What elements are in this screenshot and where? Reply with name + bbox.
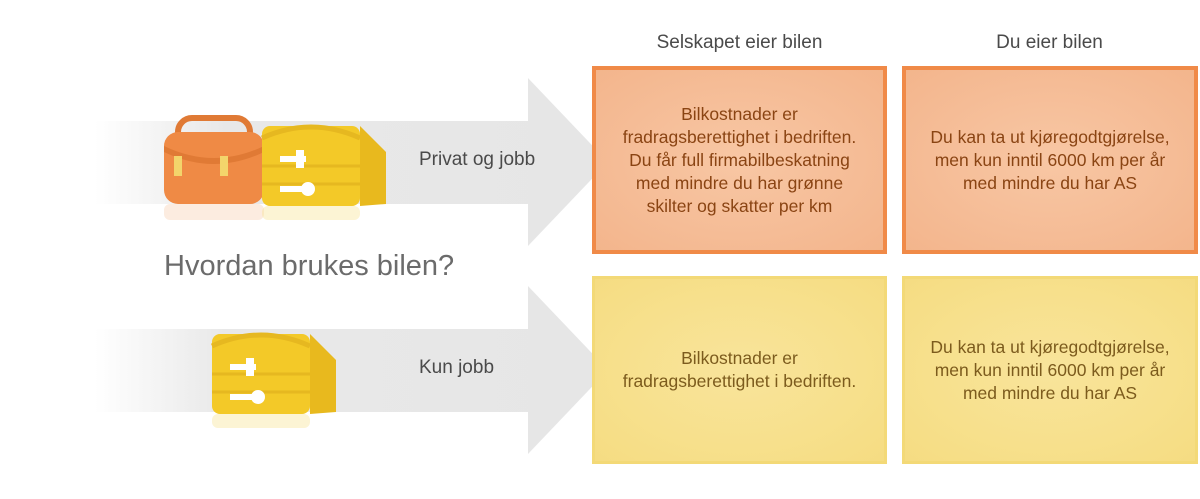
cell-jobb-du-eier: Du kan ta ut kjøregodtgjørelse, men kun … xyxy=(902,276,1198,464)
bag-icon xyxy=(164,115,264,220)
toolbox-icon xyxy=(260,124,386,220)
cell-privat-selskapet: Bilkostnader er fradragsberettighet i be… xyxy=(592,66,887,254)
cell-jobb-selskapet: Bilkostnader er fradragsberettighet i be… xyxy=(592,276,887,464)
toolbox-icon xyxy=(210,332,336,428)
column-header-selskapet: Selskapet eier bilen xyxy=(656,32,823,53)
question-title: Hvordan brukes bilen? xyxy=(164,250,455,282)
column-header-du-eier: Du eier bilen xyxy=(996,32,1103,53)
cell-text: Du kan ta ut kjøregodtgjørelse, men kun … xyxy=(930,336,1170,403)
cell-text: Du kan ta ut kjøregodtgjørelse, men kun … xyxy=(930,126,1170,193)
cell-privat-du-eier: Du kan ta ut kjøregodtgjørelse, men kun … xyxy=(902,66,1198,254)
row-label-privat-og-jobb: Privat og jobb xyxy=(419,149,536,170)
cell-text: Bilkostnader er fradragsberettighet i be… xyxy=(622,348,857,391)
cell-text: Bilkostnader er fradragsberettighet i be… xyxy=(622,103,857,216)
row-label-kun-jobb: Kun jobb xyxy=(419,357,495,378)
